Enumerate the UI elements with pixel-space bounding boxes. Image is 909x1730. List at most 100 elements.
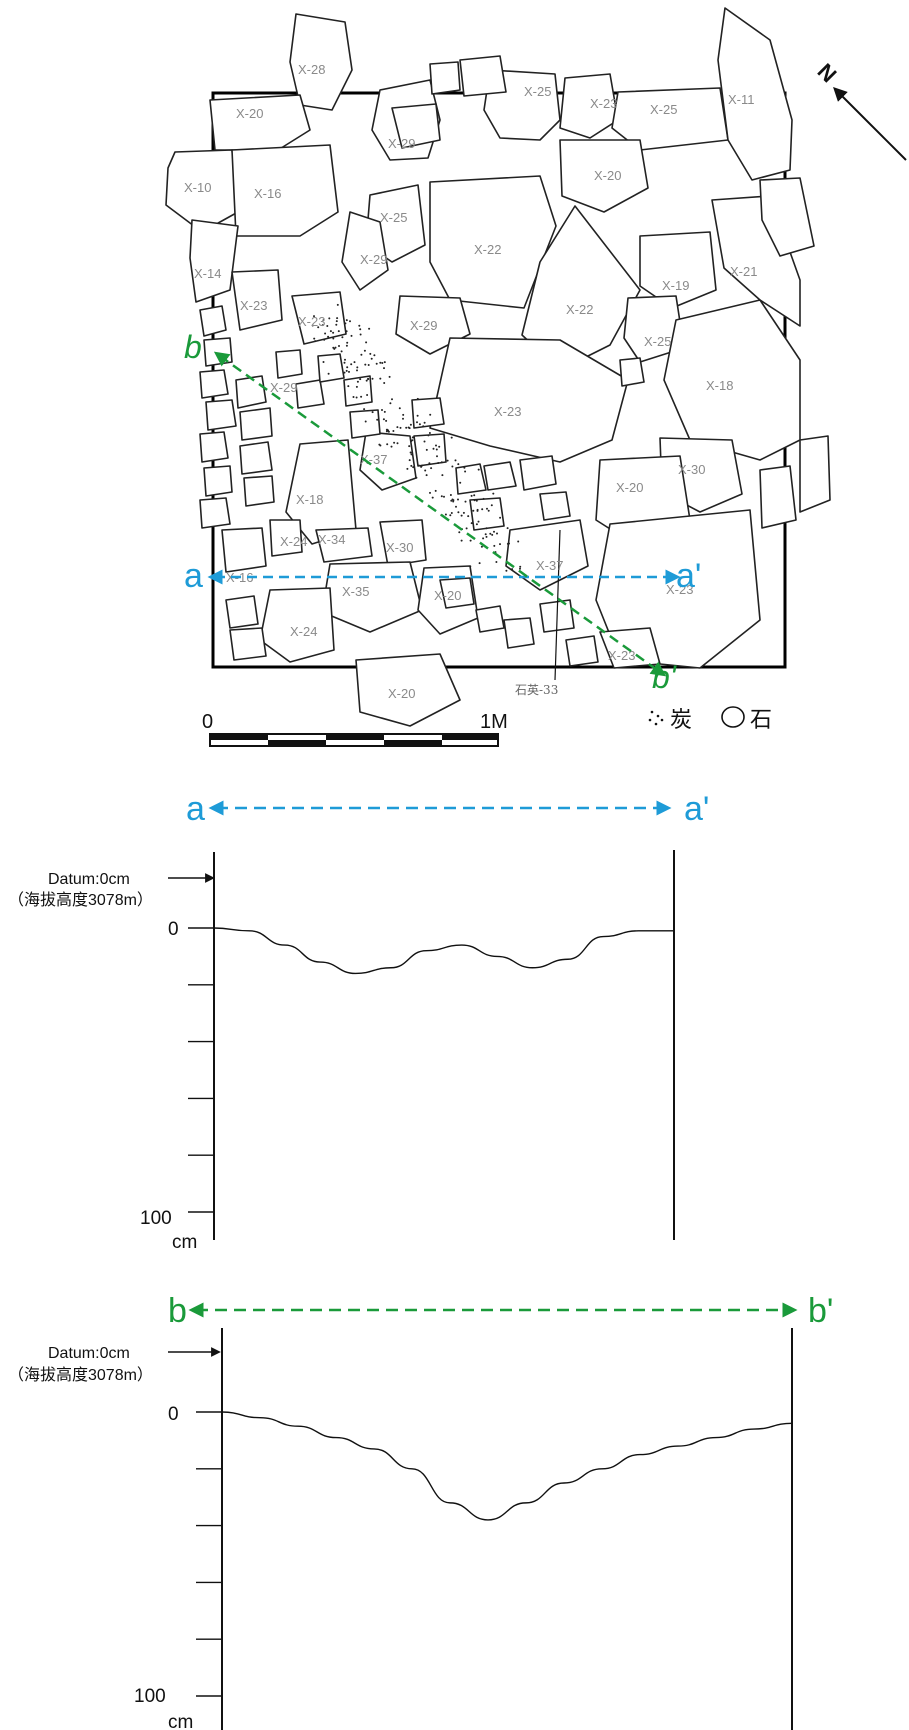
stone <box>199 369 229 399</box>
charcoal-dot <box>406 467 409 470</box>
charcoal-dot <box>475 523 478 526</box>
profile-a-datum: Datum:0cm <box>48 871 130 888</box>
charcoal-dot <box>398 407 401 410</box>
stone-label: X-25 <box>524 84 551 99</box>
charcoal-dot <box>444 513 447 516</box>
scale-end-label: 1M <box>480 711 508 733</box>
stone-label: X-23 <box>298 314 325 329</box>
charcoal-dot <box>313 315 315 318</box>
profile-b-100-label: 100 <box>134 1686 166 1707</box>
stone-legend-icon <box>721 706 745 728</box>
charcoal-dot <box>455 505 457 508</box>
profile-b-datum: Datum:0cm <box>48 1345 130 1362</box>
charcoal-dot <box>343 361 346 364</box>
charcoal-dot <box>385 419 388 422</box>
section-b-dashed-line <box>213 351 667 677</box>
charcoal-dot <box>450 436 453 439</box>
charcoal-dot <box>371 377 374 380</box>
legend: 炭 石 <box>648 706 772 733</box>
charcoal-dot <box>346 366 349 369</box>
charcoal-dot <box>454 459 457 462</box>
charcoal-dot <box>449 494 452 496</box>
profile-b-unit: cm <box>168 1712 193 1730</box>
stone <box>559 73 619 139</box>
charcoal-dot <box>399 426 402 429</box>
charcoal-dot <box>470 522 473 525</box>
charcoal-dot <box>411 439 414 442</box>
quartz-label: 石英-33 <box>515 683 558 697</box>
charcoal-dot <box>370 357 373 360</box>
stone <box>413 433 447 467</box>
charcoal-dot <box>434 489 437 492</box>
stone-label: X-29 <box>360 252 387 267</box>
stone <box>209 94 311 151</box>
stone <box>759 465 797 529</box>
stone <box>505 519 589 591</box>
charcoal-dot <box>482 497 485 500</box>
stone <box>565 635 599 667</box>
charcoal-dot <box>340 350 343 353</box>
stone <box>203 465 233 497</box>
charcoal-dot <box>477 468 480 471</box>
charcoal-dot <box>313 337 316 340</box>
charcoal-dot <box>458 531 461 534</box>
charcoal-dot <box>464 470 467 473</box>
scale-segment <box>384 740 442 746</box>
charcoal-dot <box>350 363 353 366</box>
charcoal-dot <box>349 320 351 323</box>
charcoal-dot <box>490 504 493 507</box>
stone <box>317 353 345 383</box>
stone <box>199 305 227 337</box>
stone <box>391 103 441 149</box>
stone <box>799 435 831 513</box>
charcoal-dot <box>491 533 494 536</box>
charcoal-dot <box>317 326 320 329</box>
charcoal-dot <box>457 498 459 501</box>
stone-label: X-25 <box>650 102 677 117</box>
stone <box>243 475 275 507</box>
charcoal-dot <box>373 354 376 357</box>
charcoal-dot <box>493 544 496 547</box>
profile-b-end-label: b' <box>808 1292 833 1330</box>
stone <box>429 175 557 309</box>
charcoal-dot <box>402 417 404 420</box>
charcoal-dot <box>360 353 363 356</box>
profile-a-unit: cm <box>172 1232 197 1253</box>
stone-label: X-22 <box>474 242 501 257</box>
charcoal-dot <box>355 396 358 399</box>
charcoal-dot <box>493 530 495 533</box>
section-a-start-label: a <box>184 557 203 595</box>
charcoal-dot <box>387 430 390 433</box>
stone-label: X-18 <box>706 378 733 393</box>
charcoal-dot <box>428 432 431 434</box>
charcoal-dot <box>348 370 350 373</box>
stone-label: X-34 <box>318 532 345 547</box>
section-b-start-label: b <box>184 329 202 365</box>
charcoal-dot <box>469 539 472 542</box>
stone <box>343 375 373 407</box>
charcoal-dot <box>418 423 421 426</box>
charcoal-dot <box>492 492 495 495</box>
charcoal-dot <box>450 499 453 502</box>
scale-start-label: 0 <box>202 711 213 733</box>
stone-label: X-20 <box>594 168 621 183</box>
scale-segment <box>442 734 498 740</box>
stone <box>539 491 571 521</box>
charcoal-dot <box>409 451 412 454</box>
charcoal-dot <box>477 520 480 523</box>
charcoal-dot <box>405 426 408 429</box>
charcoal-dot <box>322 319 325 322</box>
stone-label: X-10 <box>184 180 211 195</box>
profile-b-elevation: （海拔高度3078m） <box>8 1366 153 1384</box>
charcoal-dot <box>383 410 386 413</box>
stone <box>291 291 347 345</box>
stone-label: X-24 <box>290 624 317 639</box>
charcoal-dot <box>437 462 440 464</box>
north-arrow-line <box>833 87 907 161</box>
charcoal-dot <box>336 303 339 306</box>
charcoal-dot <box>432 447 435 450</box>
charcoal-dot <box>410 464 413 467</box>
charcoal-dot <box>465 527 468 530</box>
charcoal-dot <box>436 455 438 458</box>
